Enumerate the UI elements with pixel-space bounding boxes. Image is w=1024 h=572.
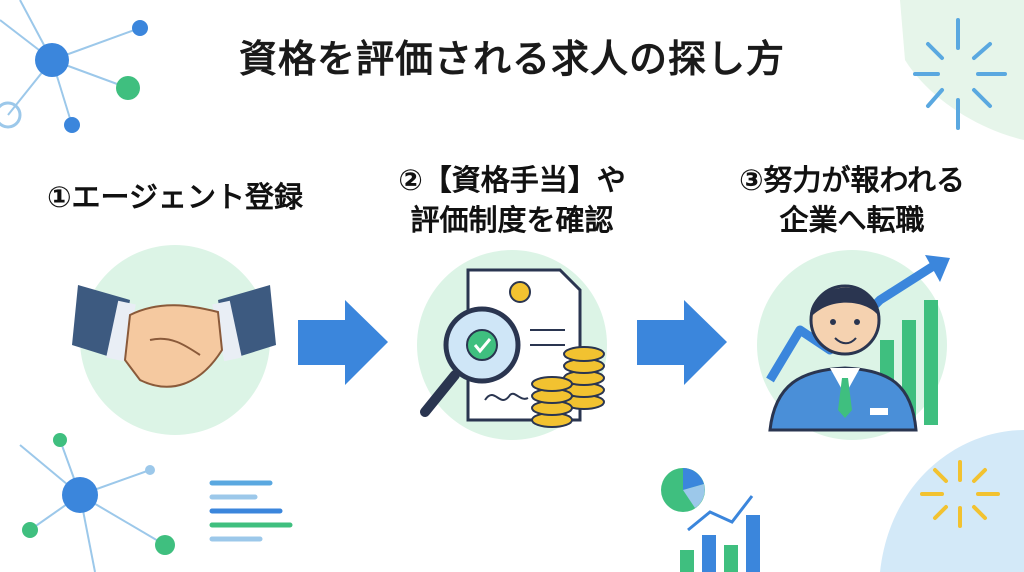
list-decor <box>209 480 293 542</box>
step-3-line-2: 企業へ転職 <box>779 203 925 237</box>
handshake-icon <box>72 285 276 388</box>
sparkle-decor-bottom-right <box>920 460 1000 528</box>
coins-icon <box>531 346 605 428</box>
step-3-label: ③努力が報われる 企業へ転職 <box>682 160 1022 240</box>
chart-decor-bottom <box>661 468 760 572</box>
step-1-label: ①エージェント登録 <box>5 177 345 217</box>
businessman-icon <box>768 284 918 432</box>
magnifier-icon <box>420 306 521 417</box>
arrow-right-icon <box>637 300 727 385</box>
step-3-line-1: ③努力が報われる <box>738 163 966 197</box>
page-title: 資格を評価される求人の探し方 <box>238 37 785 81</box>
arrow-right-icon <box>298 300 388 385</box>
step-2-label: ②【資格手当】や 評価制度を確認 <box>342 160 682 240</box>
sparkle-decor-top-right <box>913 18 1007 130</box>
step-2-line-2: 評価制度を確認 <box>410 203 614 237</box>
step-2-line-1: ②【資格手当】や <box>398 163 626 197</box>
step-1-line-1: ①エージェント登録 <box>47 180 303 214</box>
